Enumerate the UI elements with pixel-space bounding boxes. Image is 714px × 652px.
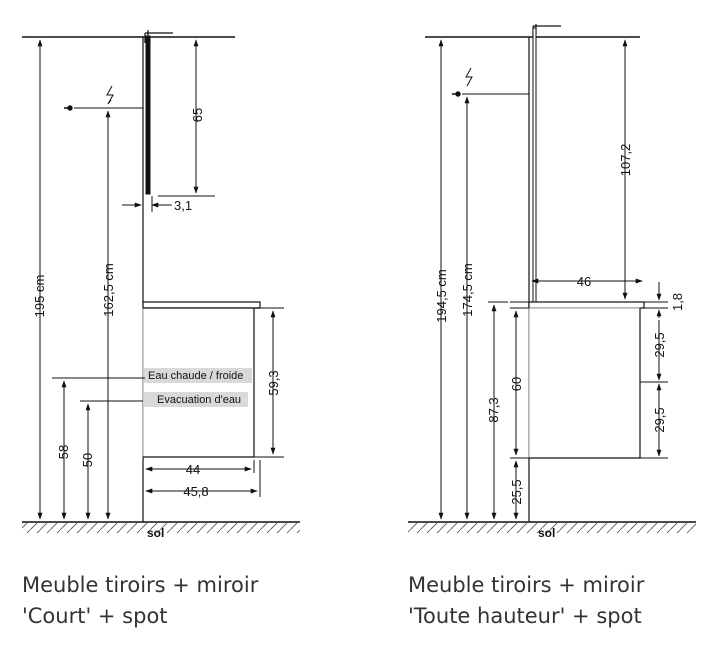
left-dim-65-label: 65 (190, 108, 205, 122)
right-socket-icon (452, 67, 473, 97)
left-socket-icon (64, 85, 114, 111)
left-dim-162-label: 162,5 cm (101, 263, 116, 316)
right-dim-18-label: 1,8 (670, 293, 685, 311)
left-cabinet-top (142, 301, 261, 309)
right-dim-87-label: 87,3 (486, 397, 501, 422)
right-cabinet-body (528, 307, 641, 459)
left-caption-line2: 'Court' + spot (22, 604, 168, 628)
right-caption: Meuble tiroirs + miroir 'Toute hauteur' … (408, 570, 644, 632)
left-dim-45-label: 45,8 (183, 484, 208, 499)
right-cabinet-top (528, 301, 645, 309)
right-dim-29a-label: 29,5 (652, 332, 667, 357)
right-dim-46-label: 46 (577, 274, 591, 289)
left-drain-label: Evacuation d'eau (157, 394, 241, 406)
right-mirror (532, 27, 537, 303)
left-floor-hatch (22, 523, 300, 533)
left-dim-195-label: 195 cm (32, 275, 47, 318)
right-diagram (408, 24, 696, 533)
left-water-label: Eau chaude / froide (148, 370, 243, 382)
left-caption-line1: Meuble tiroirs + miroir (22, 573, 259, 597)
left-caption: Meuble tiroirs + miroir 'Court' + spot (22, 570, 258, 632)
right-dim-29b-label: 29,5 (652, 407, 667, 432)
right-dim-25-label: 25,5 (509, 479, 524, 504)
right-dim-194-label: 194,5 cm (434, 269, 449, 322)
right-dim-60-label: 60 (509, 377, 524, 391)
left-floor-label: sol (147, 526, 164, 540)
left-dim-59-label: 59,3 (266, 370, 281, 395)
right-dim-107-label: 107,2 (618, 144, 633, 177)
right-caption-line2: 'Toute hauteur' + spot (408, 604, 642, 628)
right-caption-line1: Meuble tiroirs + miroir (408, 573, 645, 597)
left-mirror (145, 35, 151, 195)
right-floor-hatch (408, 523, 696, 533)
left-dim-31-label: 3,1 (174, 198, 192, 213)
right-spot (532, 24, 561, 37)
right-floor-label: sol (538, 526, 555, 540)
left-dim-50-label: 50 (80, 453, 95, 467)
left-dim-44-label: 44 (186, 462, 200, 477)
right-dim-174-label: 174,5 cm (460, 263, 475, 316)
left-dim-58-label: 58 (56, 445, 71, 459)
